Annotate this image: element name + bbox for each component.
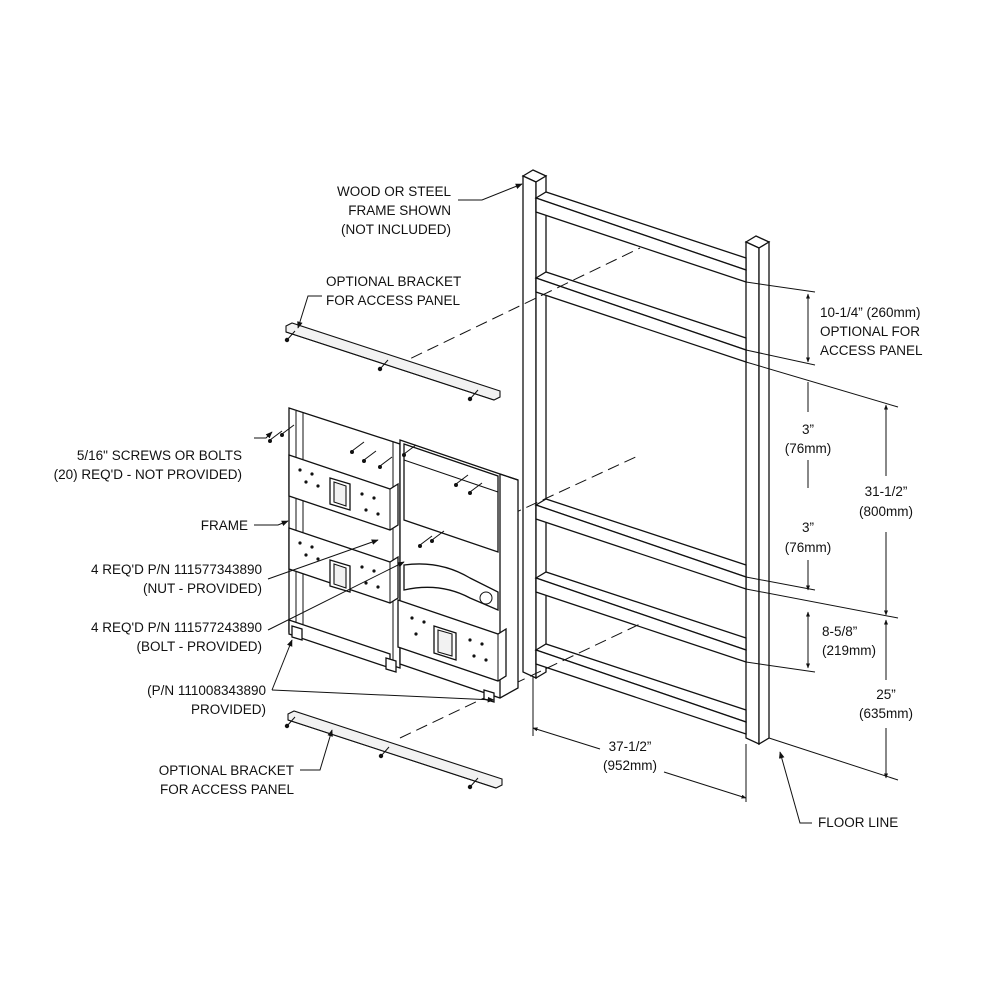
label-floor-line: FLOOR LINE (818, 815, 898, 830)
label-text: (BOLT - PROVIDED) (136, 639, 262, 654)
label-text: 5/16" SCREWS OR BOLTS (77, 448, 242, 463)
label-pn-provided: (P/N 111008343890 PROVIDED) (147, 683, 266, 717)
frame-rail-3 (534, 498, 747, 590)
dimension-text: 31-1/2” (865, 484, 908, 499)
label-bracket-bottom: OPTIONAL BRACKET FOR ACCESS PANEL (159, 763, 295, 797)
carrier-plate-lower-right (397, 599, 507, 682)
dimension-text: 37-1/2” (609, 739, 652, 754)
frame-rail-4 (534, 571, 747, 663)
label-text: OPTIONAL BRACKET (326, 274, 461, 289)
dim-gap-top: 3” (76mm) (785, 422, 832, 456)
label-nut: 4 REQ'D P/N 111577343890 (NUT - PROVIDED… (91, 562, 262, 596)
dim-access-panel: 10-1/4” (260mm) OPTIONAL FOR ACCESS PANE… (820, 305, 923, 358)
dimension-text: (635mm) (859, 706, 913, 721)
dim-overall-height: 31-1/2” (800mm) (859, 484, 913, 519)
dim-floor-height: 25” (635mm) (859, 687, 913, 721)
dimension-text: OPTIONAL FOR (820, 324, 920, 339)
wood-steel-frame (521, 169, 771, 746)
dimension-text: (800mm) (859, 504, 913, 519)
label-screws: 5/16" SCREWS OR BOLTS (20) REQ'D - NOT P… (54, 448, 242, 482)
dimension-text: 25” (876, 687, 896, 702)
frame-rail-1 (534, 191, 747, 283)
carrier-plate-upper-right (403, 443, 499, 553)
dimension-text: (76mm) (785, 540, 832, 555)
label-text: FOR ACCESS PANEL (326, 293, 461, 308)
screws (268, 424, 483, 548)
label-text: FRAME SHOWN (348, 203, 451, 218)
dimension-text: (76mm) (785, 441, 832, 456)
label-text: OPTIONAL BRACKET (159, 763, 294, 778)
dimension-text: 3” (802, 422, 814, 437)
waste-fitting (403, 563, 499, 611)
label-bracket-top: OPTIONAL BRACKET FOR ACCESS PANEL (326, 274, 461, 308)
label-text: (20) REQ'D - NOT PROVIDED) (54, 467, 242, 482)
label-wood-frame: WOOD OR STEEL FRAME SHOWN (NOT INCLUDED) (337, 184, 452, 237)
dimension-text: 3” (802, 520, 814, 535)
dimension-text: (952mm) (603, 758, 657, 773)
label-text: 4 REQ'D P/N 111577243890 (91, 620, 262, 635)
alignment-lines (394, 247, 641, 739)
optional-bracket-bottom (284, 710, 503, 790)
label-text: PROVIDED) (191, 702, 266, 717)
label-text: 4 REQ'D P/N 111577343890 (91, 562, 262, 577)
optional-bracket-top (284, 322, 501, 402)
label-text: (NOT INCLUDED) (341, 222, 451, 237)
label-text: (NUT - PROVIDED) (143, 581, 262, 596)
carrier-plate-upper-left (288, 454, 399, 531)
label-text: (P/N 111008343890 (147, 683, 266, 698)
leaders (254, 183, 812, 824)
dim-gap-mid: 3” (76mm) (785, 520, 832, 555)
frame-rail-2 (534, 271, 747, 363)
dim-lower-gap: 8-5/8” (219mm) (822, 624, 876, 658)
frame-rail-5 (534, 643, 747, 735)
dimension-text: 8-5/8” (822, 624, 857, 639)
plate-holes (298, 468, 488, 662)
dimension-text: (219mm) (822, 643, 876, 658)
label-text: FRAME (201, 518, 248, 533)
label-frame: FRAME (201, 518, 248, 533)
carrier-plate-lower-left (288, 527, 399, 604)
dimension-lines (532, 281, 899, 802)
label-bolt: 4 REQ'D P/N 111577243890 (BOLT - PROVIDE… (91, 620, 262, 654)
label-text: FOR ACCESS PANEL (160, 782, 295, 797)
label-text: WOOD OR STEEL (337, 184, 452, 199)
carrier-frame (288, 407, 519, 703)
dimension-text: ACCESS PANEL (820, 343, 923, 358)
label-text: FLOOR LINE (818, 815, 898, 830)
dimension-text: 10-1/4” (260mm) (820, 305, 921, 320)
dim-width: 37-1/2” (952mm) (603, 739, 657, 773)
